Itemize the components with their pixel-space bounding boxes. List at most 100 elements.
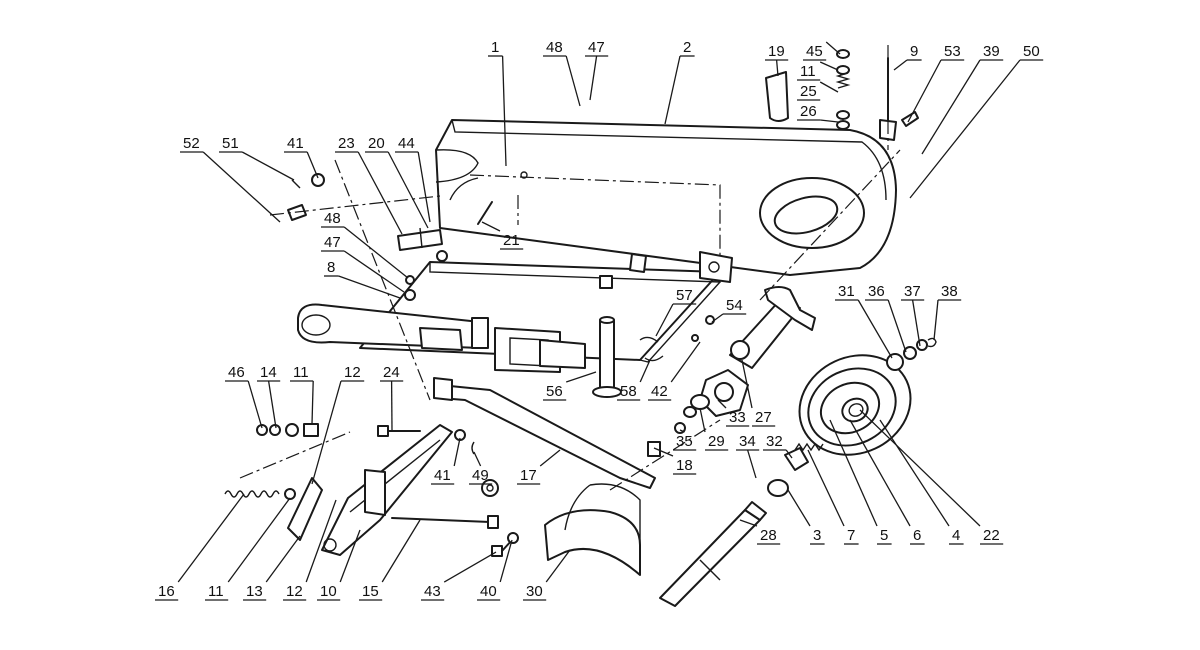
callout-c16: 16 [155, 493, 245, 601]
callout-leader-line [417, 151, 431, 223]
half-shell-guard [544, 483, 641, 576]
coupling [767, 447, 809, 497]
callout-leader-line [305, 499, 337, 583]
callout-number: 36 [868, 283, 885, 300]
callout-c8: 8 [324, 259, 401, 299]
callout-leader-line [887, 299, 907, 353]
callout-number: 4 [952, 527, 960, 544]
callout-c47b: 47 [321, 234, 405, 293]
callout-number: 21 [503, 232, 520, 249]
callout-leader-line [202, 151, 281, 223]
callout-leader-line [387, 151, 429, 229]
callout-leader-line [746, 449, 757, 479]
callout-c34: 34 [736, 433, 760, 479]
callout-leader-line [265, 535, 301, 583]
callout-leader-line [306, 151, 319, 179]
callout-leader-line [227, 497, 291, 583]
callout-leader-line [933, 299, 939, 341]
callout-c29: 29 [699, 407, 729, 451]
callout-number: 6 [913, 527, 921, 544]
callout-leader-line [343, 226, 409, 279]
callout-c2: 2 [664, 39, 695, 125]
callout-c20: 20 [365, 135, 429, 229]
callout-c17: 17 [517, 449, 561, 485]
callout-number: 48 [324, 210, 341, 227]
callout-leader-line [338, 275, 401, 299]
callout-number: 50 [1023, 43, 1040, 60]
callout-number: 8 [327, 259, 335, 276]
callout-number: 32 [766, 433, 783, 450]
callout-number: 10 [320, 583, 337, 600]
small-hardware-31-38 [886, 337, 937, 371]
callout-number: 11 [800, 63, 816, 80]
callout-c30: 30 [523, 549, 571, 601]
callout-number: 51 [222, 135, 239, 152]
callout-leader-line [653, 447, 674, 457]
callout-number: 37 [904, 283, 921, 300]
callout-c26: 26 [797, 103, 839, 123]
callout-number: 28 [760, 527, 777, 544]
pin-52 [287, 173, 325, 221]
callout-leader-line [589, 55, 598, 101]
callout-leader-line [545, 549, 571, 583]
callout-c15: 15 [359, 519, 421, 601]
callout-leader-line [911, 299, 921, 347]
callout-c23: 23 [335, 135, 403, 235]
callout-leader-line [247, 380, 263, 429]
callout-c5: 5 [829, 419, 892, 545]
callout-number: 11 [208, 583, 224, 600]
callout-c35: 35 [673, 429, 697, 451]
flange-plate [699, 369, 749, 417]
callout-c37: 37 [901, 283, 925, 347]
callout-c57: 57 [655, 287, 697, 337]
callout-leader-line [473, 451, 482, 467]
callout-c10: 10 [317, 529, 361, 601]
callout-number: 17 [520, 467, 537, 484]
callout-leader-line [859, 409, 981, 527]
callout-c28: 28 [739, 519, 781, 545]
callout-c50: 50 [909, 43, 1044, 199]
diagonal-rod [433, 377, 656, 497]
callout-number: 52 [183, 135, 200, 152]
lower-lift-arm [321, 424, 453, 556]
callout-c41a: 41 [284, 135, 319, 179]
sleeve-19 [765, 71, 789, 122]
frame-bracket [494, 327, 586, 373]
callout-number: 34 [739, 433, 756, 450]
callout-number: 35 [676, 433, 693, 450]
callout-c39: 39 [921, 43, 1004, 155]
callout-number: 13 [246, 583, 263, 600]
block-23-20 [397, 201, 493, 301]
washer-stack [256, 423, 319, 437]
callout-leader-line [639, 359, 651, 383]
callout-c11a: 11 [797, 61, 839, 81]
callout-leader-line [819, 61, 839, 71]
callout-leader-line [739, 519, 758, 527]
callout-number: 46 [228, 364, 245, 381]
callout-number: 30 [526, 583, 543, 600]
callout-c43: 43 [421, 551, 497, 601]
callout-number: 18 [676, 457, 693, 474]
callout-number: 47 [588, 39, 605, 56]
callout-number: 40 [480, 583, 497, 600]
callout-number: 29 [708, 433, 725, 450]
callout-number: 16 [158, 583, 175, 600]
callout-leader-line [829, 419, 878, 527]
callout-leader-line [565, 371, 597, 383]
callout-c41b: 41 [431, 437, 461, 485]
callout-number: 45 [806, 43, 823, 60]
callout-c36: 36 [865, 283, 907, 353]
callout-c3: 3 [787, 489, 825, 545]
callout-leader-line [381, 519, 421, 583]
callout-c14: 14 [257, 364, 281, 429]
callout-c12b: 12 [283, 499, 337, 601]
callout-number: 23 [338, 135, 355, 152]
callout-number: 31 [838, 283, 855, 300]
callout-leader-line [775, 59, 779, 77]
callout-c56: 56 [543, 371, 597, 401]
bolt-24 [377, 425, 421, 437]
callout-number: 9 [910, 43, 918, 60]
belt-guard-cover [435, 119, 897, 276]
